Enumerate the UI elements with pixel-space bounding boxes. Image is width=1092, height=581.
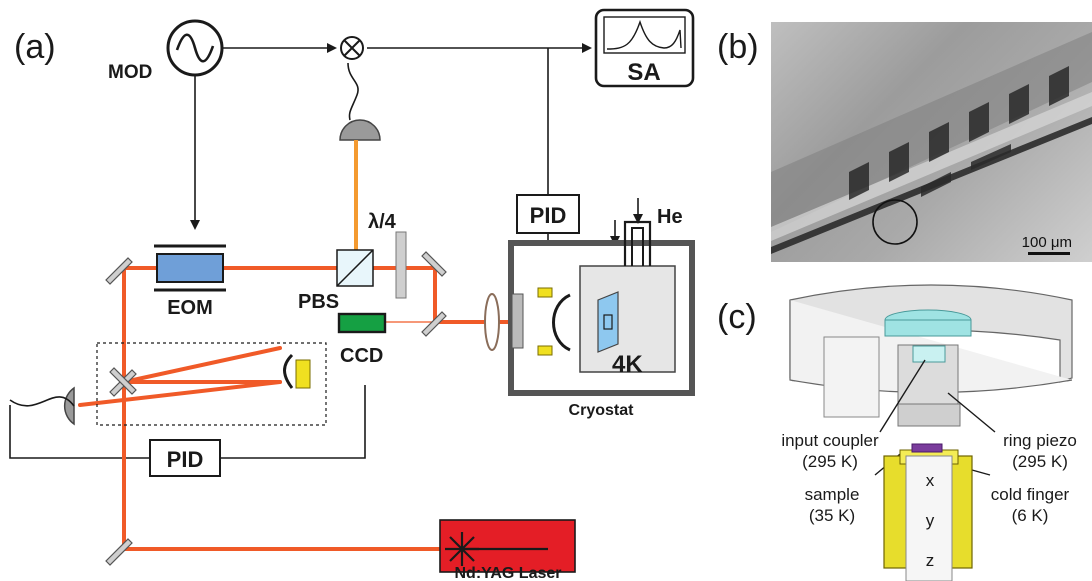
laser-label: Nd:YAG Laser (455, 565, 562, 581)
sample-chip (597, 291, 619, 353)
sa-label: SA (627, 59, 660, 86)
sem-scale-label: 100 μm (1021, 234, 1072, 251)
cavity-mirror (283, 353, 294, 389)
eom-crystal (156, 253, 224, 283)
cold-finger-temp: (6 K) (1012, 506, 1049, 525)
sample-chip-c (911, 443, 943, 453)
laser-starburst-icon (445, 532, 548, 566)
ccd-camera (337, 312, 387, 334)
piezo-top (537, 287, 553, 298)
ring-piezo-label: ring piezo (1003, 431, 1077, 450)
pid-box-cryostat (516, 194, 580, 234)
panel-a-label: (a) (14, 28, 56, 66)
cold-finger-label: cold finger (991, 485, 1070, 504)
lens (484, 293, 500, 351)
panel-b-label: (b) (717, 28, 759, 66)
sample-label: sample (805, 485, 860, 504)
input-coupler-temp: (295 K) (802, 452, 858, 471)
photodetector-icon (339, 119, 381, 141)
sem-scale-bar (1028, 252, 1070, 255)
mirror-icons (105, 251, 447, 566)
eom-label: EOM (167, 297, 213, 319)
mod-label: MOD (108, 62, 152, 83)
cryostat-label: Cryostat (569, 402, 635, 419)
temp-4k-label: 4K (612, 351, 643, 378)
sample-temp: (35 K) (809, 506, 855, 525)
axis-y-label: y (926, 511, 935, 530)
waveplate (395, 231, 407, 299)
ring-piezo-temp: (295 K) (1012, 452, 1068, 471)
axis-x-label: x (926, 471, 935, 490)
panel-c-label: (c) (717, 298, 757, 336)
sem-highlight-circle (872, 199, 918, 245)
waveplate-label: λ/4 (368, 211, 397, 233)
cold-finger (883, 443, 973, 581)
input-coupler-label: input coupler (781, 431, 879, 450)
pid-label-lower: PID (167, 447, 204, 472)
sem-micrograph: 100 μm (771, 22, 1092, 262)
pbs-label: PBS (298, 291, 339, 313)
input-coupler-mirror (552, 293, 571, 352)
pid-box-lower (149, 439, 221, 477)
reference-cavity-box (96, 342, 327, 426)
helium-label: He (657, 206, 683, 228)
piezo-bottom (537, 345, 553, 356)
cold-stage (579, 265, 676, 373)
axis-z-label: z (926, 551, 935, 570)
ccd-label: CCD (340, 345, 383, 367)
pid-label-cryostat: PID (530, 203, 567, 228)
photodetector-lower-icon (63, 386, 75, 426)
cavity-piezo (295, 359, 311, 389)
cryostat-cross-section (789, 284, 1073, 427)
